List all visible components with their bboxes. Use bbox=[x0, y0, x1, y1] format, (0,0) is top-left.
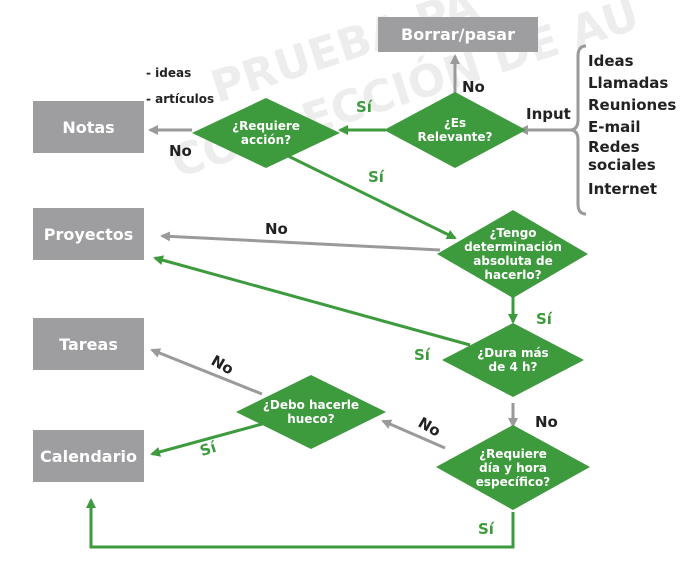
arrow-requiere-dia-to-calendario bbox=[86, 498, 515, 549]
input-sources-list: Ideas Llamadas Reuniones E-mail Redes so… bbox=[588, 50, 676, 200]
decision-requiere-dia-line-3: específico? bbox=[475, 475, 551, 489]
edge-label-si-bottom: Sí bbox=[478, 520, 494, 538]
notas-item-articulos: - artículos bbox=[146, 92, 215, 106]
arrow-dura-to-proyectos bbox=[153, 255, 471, 347]
decision-dura-mas-line-1: ¿Dura más bbox=[477, 346, 549, 360]
decision-requiere-accion: ¿Requiere acción? bbox=[212, 112, 320, 154]
decision-dura-mas: ¿Dura más de 4 h? bbox=[462, 340, 564, 380]
decision-debo-hueco-line-2: hueco? bbox=[287, 412, 335, 426]
notas-item-ideas: - ideas bbox=[146, 66, 192, 80]
edge-label-no-dura: No bbox=[535, 413, 558, 431]
input-source: Redes bbox=[588, 138, 640, 156]
box-tareas: Tareas bbox=[33, 318, 144, 370]
decision-requiere-accion-line-1: ¿Requiere bbox=[232, 119, 300, 133]
arrow-requiere-dia-to-hueco bbox=[381, 419, 446, 450]
decision-tengo-determinacion-line-4: hacerlo? bbox=[484, 268, 542, 282]
arrow-hueco-to-calendario bbox=[150, 422, 263, 457]
edge-label-si-relevante: Sí bbox=[356, 98, 372, 116]
box-calendario: Calendario bbox=[33, 430, 144, 482]
input-bracket bbox=[569, 44, 587, 216]
decision-debo-hueco: ¿Debo hacerle hueco? bbox=[252, 392, 370, 432]
diamond-es-relevante bbox=[384, 92, 526, 168]
box-notas: Notas bbox=[33, 101, 144, 153]
arrow-accion-to-determinacion bbox=[281, 151, 457, 240]
diamond-dura-mas bbox=[442, 323, 584, 397]
input-source: Ideas bbox=[588, 52, 634, 70]
decision-es-relevante-line-2: Relevante? bbox=[417, 130, 493, 144]
decision-debo-hueco-line-1: ¿Debo hacerle bbox=[262, 398, 360, 412]
edge-label-no-borrar: No bbox=[462, 78, 485, 96]
decision-requiere-dia-line-2: día y hora bbox=[479, 461, 547, 475]
decision-dura-mas-line-2: de 4 h? bbox=[488, 360, 538, 374]
box-proyectos: Proyectos bbox=[33, 208, 144, 260]
edge-label-si-determinacion: Sí bbox=[536, 310, 552, 328]
diamond-requiere-dia bbox=[436, 425, 590, 510]
edge-label-no-proyectos: No bbox=[265, 220, 288, 238]
decision-tengo-determinacion-line-3: absoluta de bbox=[473, 254, 553, 268]
decision-es-relevante: ¿Es Relevante? bbox=[404, 108, 506, 152]
decision-tengo-determinacion-line-1: ¿Tengo bbox=[489, 226, 537, 240]
input-source: E-mail bbox=[588, 118, 641, 136]
decision-tengo-determinacion: ¿Tengo determinación absoluta de hacerlo… bbox=[455, 226, 571, 282]
arrow-hueco-to-tareas bbox=[150, 348, 263, 396]
diamond-requiere-accion bbox=[192, 98, 340, 168]
decision-es-relevante-line-1: ¿Es bbox=[443, 116, 467, 130]
input-label: Input bbox=[526, 105, 571, 123]
decision-tengo-determinacion-line-2: determinación bbox=[464, 240, 562, 254]
diamond-debo-hueco bbox=[236, 375, 386, 449]
arrow-determinacion-to-proyectos bbox=[160, 231, 441, 252]
input-source: sociales bbox=[588, 156, 656, 174]
edge-label-si-accion: Sí bbox=[368, 168, 384, 186]
box-borrar-pasar: Borrar/pasar bbox=[378, 17, 538, 52]
input-source: Llamadas bbox=[588, 74, 669, 92]
input-source: Internet bbox=[588, 180, 658, 198]
diamond-tengo-determinacion bbox=[437, 210, 588, 298]
input-source: Reuniones bbox=[588, 96, 677, 114]
edge-label-no-notas: No bbox=[169, 142, 192, 160]
decision-requiere-dia-line-1: ¿Requiere bbox=[479, 447, 547, 461]
decision-requiere-dia: ¿Requiere día y hora específico? bbox=[456, 446, 570, 490]
decision-requiere-accion-line-2: acción? bbox=[240, 133, 292, 147]
edge-label-si-proyectos: Sí bbox=[414, 346, 430, 364]
